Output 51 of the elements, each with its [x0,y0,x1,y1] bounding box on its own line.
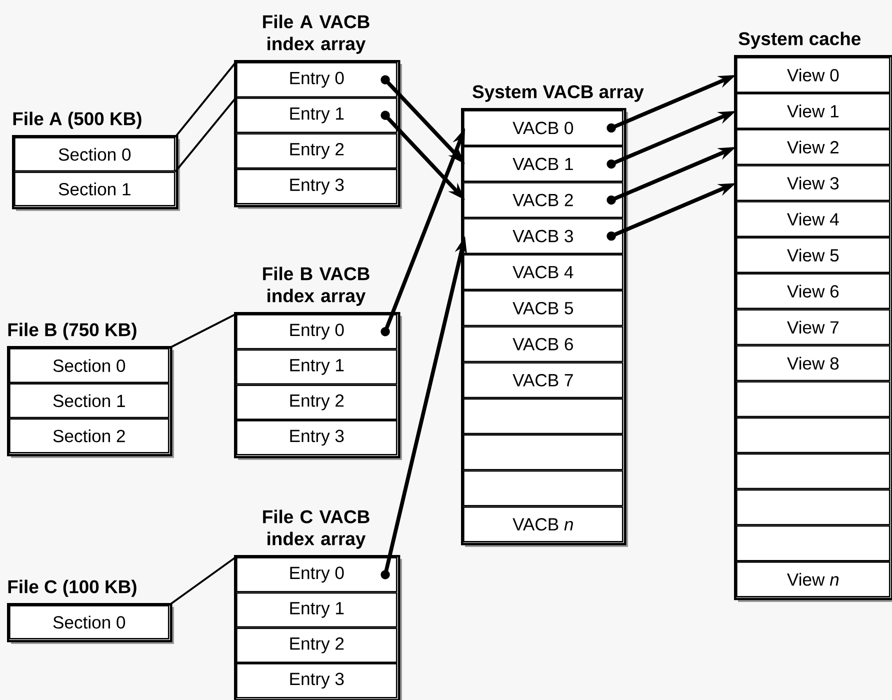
array-cell: Entry 2 [236,628,398,663]
array-heading: File C (100 KB) [8,580,136,597]
array-cell: Entry 3 [236,420,398,456]
array-cell: VACB 0 [463,110,624,146]
connector-line [174,96,237,172]
array-cell: Entry 2 [236,384,398,420]
array-cell: Entry 0 [236,314,398,350]
array-cell: VACB 1 [463,146,624,182]
array-cell: VACB 6 [463,326,624,362]
empty-cell [736,489,890,526]
array-cell: View 1 [736,93,890,129]
array-cell: VACB 2 [463,182,624,218]
array-heading: System VACB array [472,85,644,102]
empty-cell [736,453,890,490]
array-heading: File C VACB index array [263,510,370,549]
connector-line [168,556,237,606]
array-cell: View 7 [736,309,890,346]
array-heading: System cache [738,32,860,49]
empty-cell [736,525,890,562]
array-cell: VACB 5 [463,290,624,326]
array-cell: Entry 1 [236,98,398,134]
array-heading: File B VACB index array [263,266,370,306]
array-cell: Entry 1 [236,349,398,385]
array-cell: View 4 [736,201,890,238]
array-cell: View 0 [736,57,890,93]
array-heading: File A (500 KB) [13,112,142,129]
array-cell: Entry 3 [236,168,398,204]
array-cell: VACB 3 [463,218,624,254]
connector-line [168,313,236,349]
array-cell: View 6 [736,273,890,310]
array-cell: Entry 0 [236,557,398,592]
array-heading: File A VACB index array [263,14,370,54]
array-cell: View 8 [736,345,890,382]
array-heading: File B (750 KB) [8,322,136,340]
connector-line [174,61,237,138]
empty-cell [736,417,890,454]
array-cell: Entry 3 [236,663,398,698]
array-cell: VACB 4 [463,254,624,290]
array-cell: Entry 1 [236,592,398,628]
empty-cell [463,434,624,470]
array-cell: Entry 2 [236,133,398,169]
array-cell: View 2 [736,129,890,166]
array-cell: View 3 [736,165,890,202]
array-cell: View n [736,561,890,598]
array-cell: View 5 [736,237,890,274]
empty-cell [736,381,890,418]
array-cell: VACB n [463,506,624,542]
empty-cell [463,470,624,506]
array-cell: Entry 0 [236,62,398,98]
array-cell: VACB 7 [463,362,624,398]
empty-cell [463,398,624,434]
